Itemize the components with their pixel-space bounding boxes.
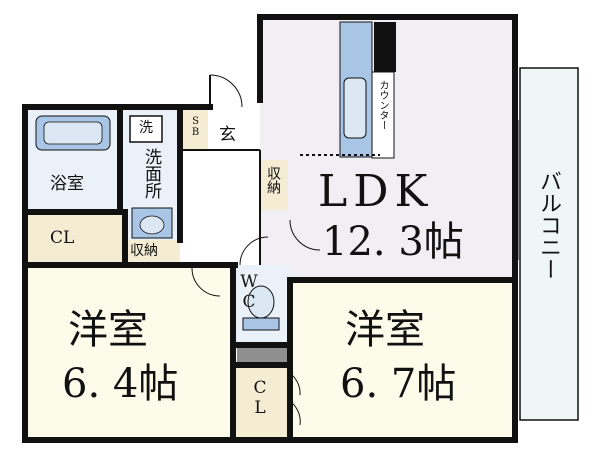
shoe-box-floor <box>183 110 208 150</box>
windows <box>23 120 521 420</box>
wash-basin-bowl <box>139 215 165 235</box>
storage-hall-label: 収納 <box>265 166 281 194</box>
washing-machine-fixture <box>129 115 163 143</box>
western-room-2-size: 6. 7帖 <box>340 361 457 407</box>
door-swings <box>191 74 321 426</box>
balcony-label: バルコニー <box>536 170 561 280</box>
storage-hall-floor <box>260 160 288 210</box>
counter-panel <box>371 71 395 159</box>
storage-left-label: 収納 <box>130 243 158 259</box>
closet-right-floor <box>235 365 290 440</box>
counter-label: カウンター <box>377 80 388 130</box>
balcony-floor <box>519 67 579 421</box>
bathroom-label: 浴室 <box>50 174 84 194</box>
storage-left-floor <box>128 240 180 265</box>
western-room-2-floor <box>290 282 515 440</box>
closet-left-floor <box>28 215 123 265</box>
closet-left-label: CL <box>50 228 75 248</box>
toilet-shelf <box>237 345 287 365</box>
western-room-2-name: 洋室 <box>345 307 425 353</box>
thin-walls <box>183 75 380 266</box>
ldk-name: LDK <box>318 166 434 217</box>
shoe-box-label: SB <box>190 116 201 138</box>
kitchen-column <box>374 22 396 72</box>
walls <box>22 14 518 443</box>
bathtub-inner <box>43 121 103 145</box>
ldk-size: 12. 3帖 <box>322 219 464 265</box>
washing-machine-label: 洗 <box>139 120 153 136</box>
western-room-1-floor <box>28 265 233 440</box>
toilet-bowl <box>247 285 275 319</box>
western-room-1-size: 6. 4帖 <box>62 361 179 407</box>
closet-right-label: CL <box>250 378 270 418</box>
western-room-1-name: 洋室 <box>68 307 148 353</box>
toilet-tank <box>242 317 280 331</box>
toilet-label: WC <box>239 272 259 312</box>
washroom-label: 洗面所 <box>141 148 161 199</box>
entrance-label: 玄 <box>219 125 236 145</box>
kitchen-sink-fixture <box>343 77 367 139</box>
